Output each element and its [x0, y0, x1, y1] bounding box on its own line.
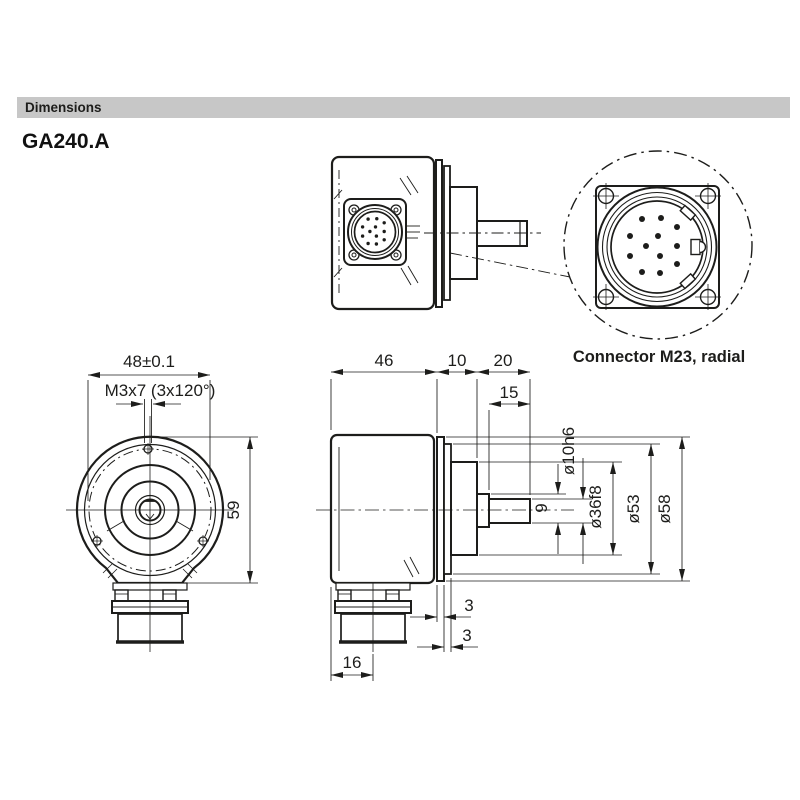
connector-pin [643, 243, 649, 249]
connector-pin [639, 216, 645, 222]
connector-pin [375, 217, 379, 221]
dim-shaft-free: 15 [500, 383, 519, 402]
detail-connector-pins [627, 215, 680, 276]
side-view: 46 10 20 15 ø10h6 [316, 351, 690, 681]
side-view-housing [329, 433, 436, 585]
front-view: 48±0.1 M3x7 (3x120°) 59 [66, 352, 258, 652]
connector-pin [366, 217, 370, 221]
front-view-dimensions: 48±0.1 M3x7 (3x120°) 59 [87, 352, 258, 584]
connector-pin [374, 242, 379, 246]
connector-pin [382, 229, 386, 234]
connector-pin [639, 269, 645, 275]
side-view-flange-plate-inner [443, 443, 452, 575]
detail-corner-holes [593, 183, 721, 310]
dim-shaft-step: 9 [532, 503, 551, 512]
connector-pin [360, 225, 365, 229]
dim-plate1-thickness: 3 [464, 596, 473, 615]
top-view-connector-face [347, 204, 403, 260]
top-view-encoder [330, 155, 571, 311]
detail-keyway-tabs [679, 204, 707, 290]
connector-pin [657, 253, 663, 259]
connector-pin [382, 238, 386, 242]
page-title: GA240.A [22, 130, 110, 153]
detail-connector-outer [596, 186, 718, 308]
dim-shaft-length: 20 [494, 351, 513, 370]
dim-shaft-diameter: ø10h6 [559, 427, 578, 475]
connector-detail-view: Connector M23, radial [563, 150, 753, 366]
connector-pin [366, 241, 370, 246]
side-view-flange-plate-outer [436, 436, 445, 582]
side-view-shine-marks [403, 556, 420, 578]
detail-boundary-circle [563, 150, 753, 340]
dim-plate2-thickness: 3 [462, 626, 471, 645]
dim-connector-offset: 16 [343, 653, 362, 672]
connector-pin [627, 253, 633, 259]
connector-pin [674, 243, 680, 249]
top-view-connector-pins [360, 217, 386, 246]
connector-pin [674, 224, 680, 230]
dim-body-length: 46 [375, 351, 394, 370]
dim-flange-outer-diameter: ø58 [655, 494, 674, 523]
side-view-shaft-shoulder [476, 493, 490, 528]
connector-pin [373, 225, 378, 229]
section-header-bar: Dimensions [17, 97, 790, 118]
dim-collar-diameter: ø36f8 [586, 485, 605, 528]
front-view-chamfer-marks [102, 563, 198, 579]
connector-pin [657, 270, 663, 276]
side-view-shaft [488, 498, 531, 524]
connector-pin [374, 234, 379, 238]
connector-pin [627, 233, 633, 239]
side-view-collar [450, 461, 478, 556]
dim-flange-inner-diameter: ø53 [624, 494, 643, 523]
dim-height: 59 [224, 501, 243, 520]
connector-pin [655, 233, 661, 239]
dim-front-width: 48±0.1 [123, 352, 175, 371]
connector-label: Connector M23, radial [573, 348, 745, 366]
top-view-flange-plate-outer [435, 159, 443, 308]
connector-pin [360, 234, 365, 238]
top-view-shaft [476, 220, 528, 247]
dim-flange-width: 10 [448, 351, 467, 370]
connector-pin [368, 229, 372, 234]
section-title: Dimensions [25, 100, 102, 115]
dim-mounting-screws: M3x7 (3x120°) [105, 381, 216, 400]
connector-pin [674, 261, 680, 267]
detail-leader-line [449, 252, 571, 278]
connector-pin [382, 221, 386, 225]
connector-pin [658, 215, 664, 221]
side-view-dimensions: 46 10 20 15 ø10h6 [330, 351, 690, 681]
